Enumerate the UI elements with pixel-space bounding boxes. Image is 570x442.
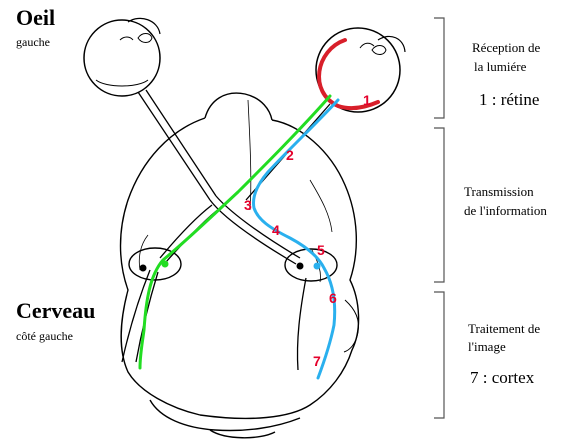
left-eye [83,17,161,97]
stage-processing-detail: 7 : cortex [470,368,535,387]
brain-title: Cerveau [16,298,95,323]
stage-brackets [434,17,445,419]
marker-5: 5 [317,242,325,258]
marker-3: 3 [244,197,252,213]
right-black-dot [296,262,304,270]
bracket-reception [434,17,445,119]
marker-2: 2 [286,147,294,163]
right-lgn-oval [284,248,338,282]
stage-transmission-line2: de l'information [464,203,547,218]
stage-reception-line1: Réception de [472,40,540,55]
marker-7: 7 [313,353,321,369]
stage-processing-line2: l'image [468,339,506,354]
right-eye [315,27,406,113]
eye-title: Oeil [16,5,55,30]
green-path [138,94,332,370]
stage-processing-line1: Traitement de [468,321,540,336]
marker-1: 1 [363,92,371,108]
bracket-processing [434,291,445,419]
marker-4: 4 [272,222,280,238]
left-black-dot [139,264,147,272]
stage-reception-detail: 1 : rétine [479,90,539,109]
green-synapse-dot [161,260,169,268]
blue-synapse-dot [313,262,321,270]
brain-subtitle: côté gauche [16,329,73,343]
blue-path [252,98,340,380]
marker-6: 6 [329,290,337,306]
eye-subtitle: gauche [16,35,50,49]
stage-reception-line2: la lumiére [474,59,527,74]
bracket-transmission [434,127,445,283]
stage-transmission-line1: Transmission [464,184,534,199]
